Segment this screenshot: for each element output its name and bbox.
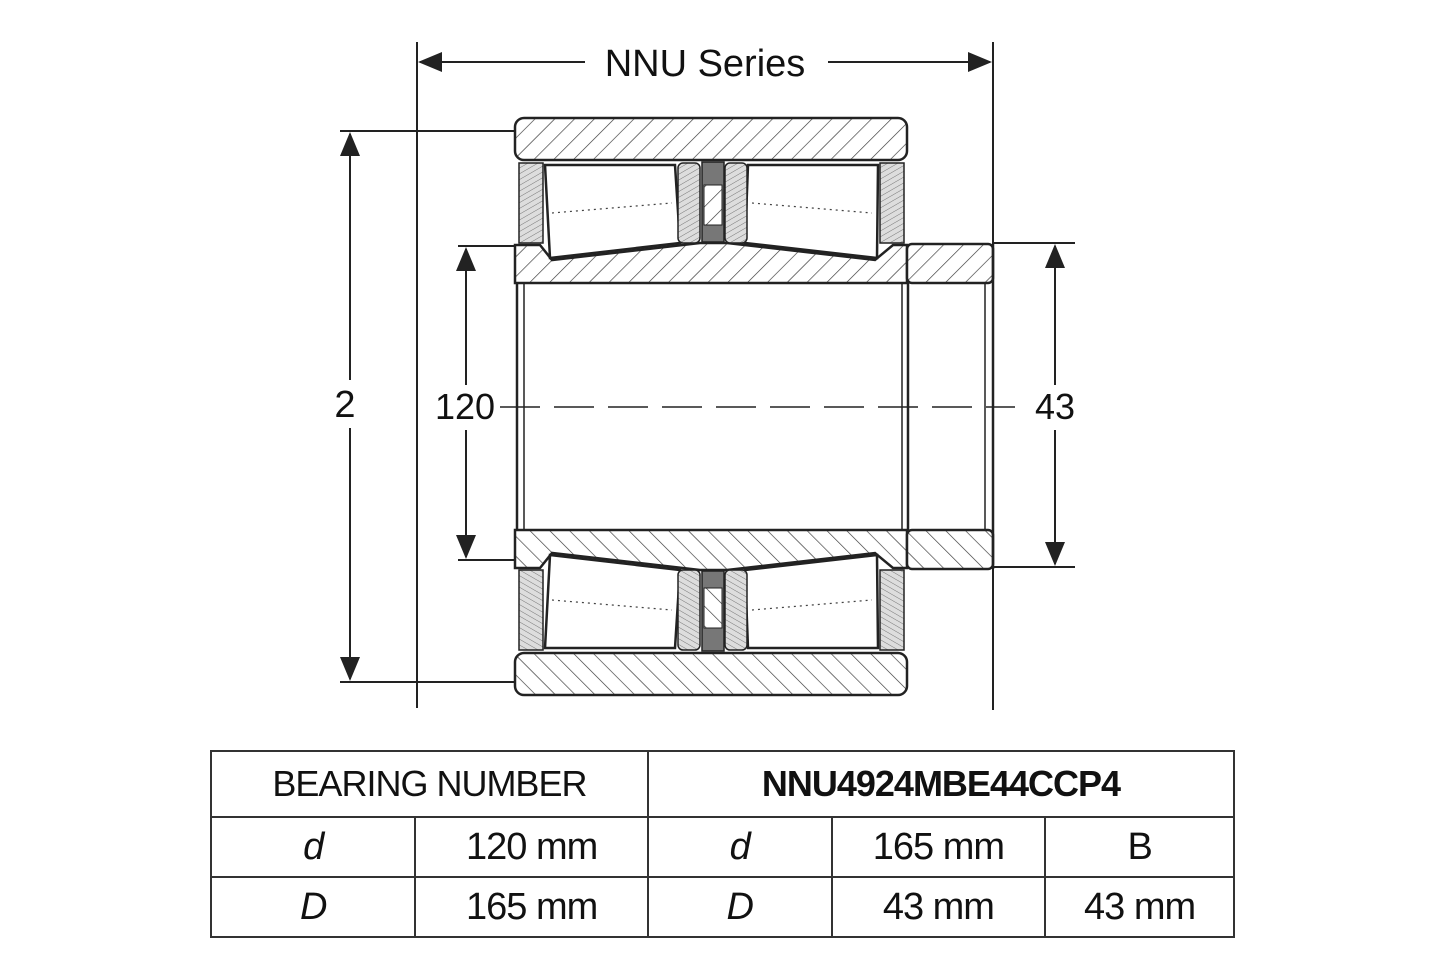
table-cell: 43 mm xyxy=(830,876,1047,938)
bearing-number-label: BEARING NUMBER xyxy=(210,750,649,818)
end-cage xyxy=(518,162,544,244)
bore-diameter-label: 120 xyxy=(435,386,495,427)
bore-lines xyxy=(515,244,995,569)
spacer-ring-section xyxy=(703,184,723,226)
table-cell: 165 mm xyxy=(830,816,1047,878)
table-row: d 120 mm d 165 mm B xyxy=(209,816,1235,878)
bearing-number-value: NNU4924MBE44CCP4 xyxy=(646,750,1236,818)
table-cell: D xyxy=(646,876,833,938)
extension-sleeve xyxy=(905,242,995,285)
table-cell: 120 mm xyxy=(414,816,649,878)
table-cell: D xyxy=(209,876,417,938)
roller xyxy=(543,163,682,260)
bearing-lower-half xyxy=(513,528,995,697)
bearing-upper-half xyxy=(513,116,995,285)
outer-diameter-label: 2 xyxy=(334,384,355,426)
table-cell: B xyxy=(1044,816,1235,878)
width-label: 43 xyxy=(1035,386,1075,427)
table-cell: d xyxy=(209,816,417,878)
cage xyxy=(724,162,748,244)
series-title: NNU Series xyxy=(605,43,806,85)
table-cell: 165 mm xyxy=(414,876,649,938)
table-cell: 43 mm xyxy=(1044,876,1235,938)
table-cell: d xyxy=(646,816,833,878)
bearing-spec-table: BEARING NUMBER NNU4924MBE44CCP4 d 120 mm… xyxy=(209,750,1236,938)
table-header-row: BEARING NUMBER NNU4924MBE44CCP4 xyxy=(210,750,1236,818)
dimension-lines xyxy=(340,42,1075,710)
roller-axis xyxy=(551,202,673,214)
cage xyxy=(677,162,701,244)
outer-ring xyxy=(513,116,909,162)
roller xyxy=(743,163,880,260)
end-cage xyxy=(879,162,905,244)
inner-ring xyxy=(513,241,909,285)
table-row: D 165 mm D 43 mm 43 mm xyxy=(209,876,1235,938)
roller-axis xyxy=(751,202,873,214)
